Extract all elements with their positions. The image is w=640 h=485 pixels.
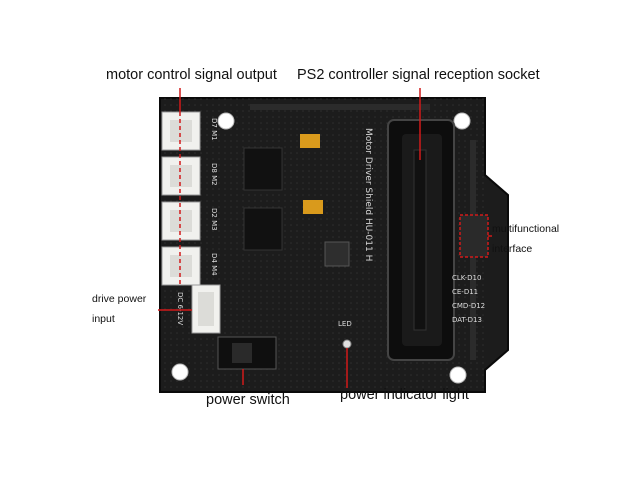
pin-label-clk: CLK-D10 bbox=[452, 274, 481, 282]
motor-connectors bbox=[161, 111, 201, 286]
pin-label-cmd: CMD-D12 bbox=[452, 302, 485, 310]
pin-label-dat: DAT-D13 bbox=[452, 316, 482, 324]
multifunction-header bbox=[459, 214, 489, 258]
label-drive-power: drive power bbox=[92, 293, 147, 305]
inductor bbox=[324, 241, 350, 267]
callout-lines bbox=[158, 88, 492, 388]
label-input: input bbox=[92, 313, 115, 325]
power-connector bbox=[191, 284, 221, 334]
label-interface: interface bbox=[492, 243, 533, 255]
motor-pin-label-1: D7 M1 bbox=[210, 118, 218, 141]
motor-pin-label-4: D4 M4 bbox=[210, 253, 218, 276]
power-switch bbox=[217, 336, 277, 370]
power-connector-label: DC 6-12V bbox=[176, 292, 184, 325]
pin-header-top bbox=[250, 104, 430, 110]
power-led bbox=[342, 339, 352, 349]
led-label: LED bbox=[338, 320, 352, 328]
motor-pin-label-3: D2 M3 bbox=[210, 208, 218, 231]
label-power-indicator: power indicator light bbox=[340, 387, 469, 403]
label-multifunctional: multifunctional bbox=[492, 223, 560, 235]
label-ps2-socket: PS2 controller signal reception socket bbox=[297, 67, 540, 83]
driver-chips bbox=[243, 147, 283, 251]
pin-label-ce: CE-D11 bbox=[452, 288, 478, 296]
ps2-socket bbox=[387, 119, 455, 361]
board-silkscreen-title: Motor Driver Shield HU-011 H bbox=[363, 128, 373, 261]
tantalum-capacitors bbox=[300, 134, 323, 214]
mounting-holes bbox=[171, 112, 471, 384]
label-motor-control-output: motor control signal output bbox=[106, 67, 277, 83]
label-power-switch: power switch bbox=[206, 392, 290, 408]
motor-pin-label-2: D8 M2 bbox=[210, 163, 218, 186]
